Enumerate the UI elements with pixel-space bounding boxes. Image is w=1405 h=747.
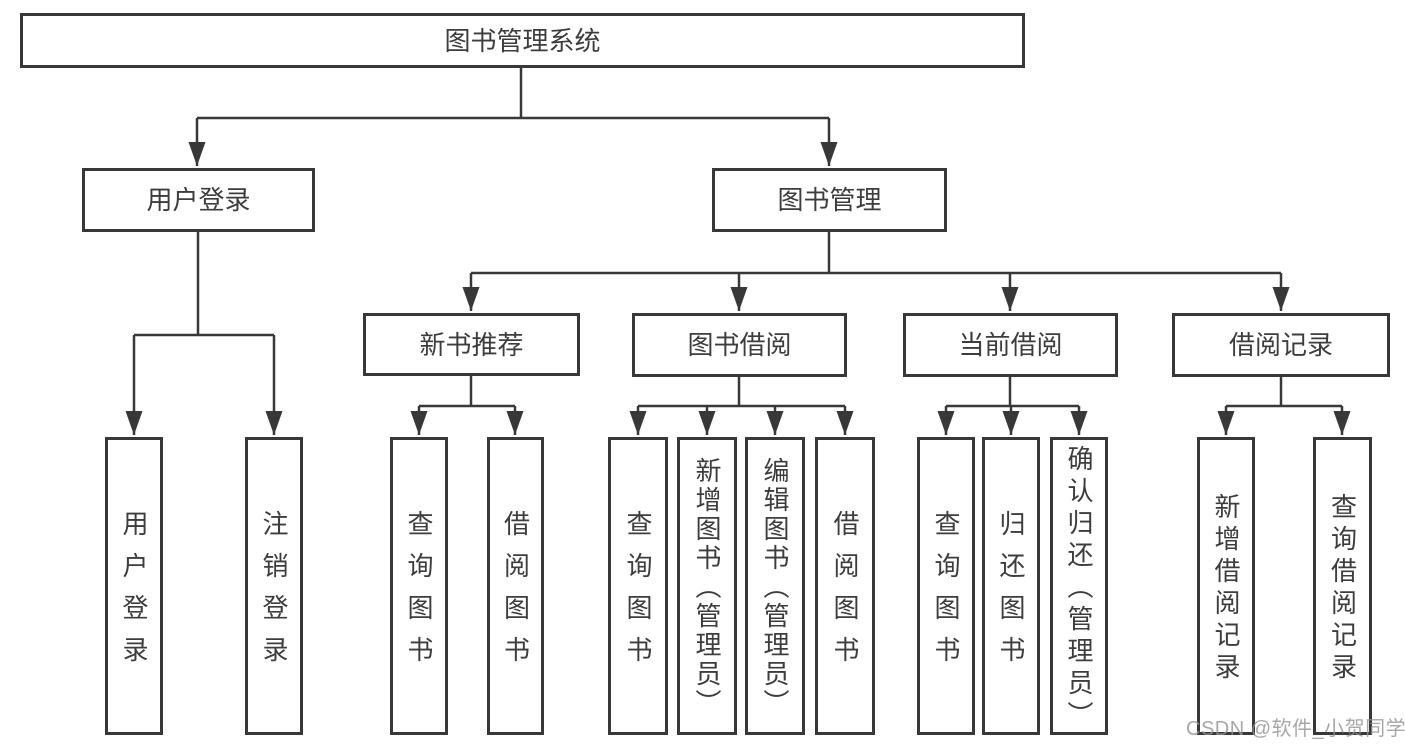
node-root-label: 图书管理系统 — [444, 25, 601, 56]
node-current-borrow-label: 当前借阅 — [958, 330, 1063, 360]
leaf-rec-borrow-book-label: 借阅图书 — [500, 510, 531, 678]
leaf-logout-login-label: 注销登录 — [259, 510, 289, 678]
leaf-cb-confirm-return: 确认归还（管理员） — [1050, 437, 1108, 735]
leaf-rec-borrow-book: 借阅图书 — [487, 437, 544, 735]
leaf-logout-login: 注销登录 — [245, 437, 303, 735]
watermark: CSDN @软件_小贺同学 — [1186, 718, 1405, 740]
leaf-rec-query-book: 查询图书 — [390, 437, 448, 735]
leaf-user-login: 用户登录 — [105, 437, 163, 735]
leaf-bb-query-book-label: 查询图书 — [623, 510, 653, 678]
leaf-br-add-record: 新增借阅记录 — [1197, 437, 1255, 735]
leaf-bb-borrow-book: 借阅图书 — [815, 437, 875, 735]
leaf-user-login-label: 用户登录 — [119, 510, 149, 678]
node-root: 图书管理系统 — [20, 13, 1025, 68]
node-book-borrow: 图书借阅 — [632, 313, 847, 377]
leaf-br-add-record-label: 新增借阅记录 — [1211, 493, 1241, 685]
leaf-cb-query-book-label: 查询图书 — [931, 510, 961, 678]
node-borrow-record-label: 借阅记录 — [1228, 330, 1333, 360]
leaf-br-query-record-label: 查询借阅记录 — [1327, 493, 1358, 685]
node-book-borrow-label: 图书借阅 — [687, 330, 792, 360]
node-book-mgmt-label: 图书管理 — [777, 185, 882, 215]
leaf-bb-borrow-book-label: 借阅图书 — [830, 510, 860, 678]
leaf-br-query-record: 查询借阅记录 — [1313, 437, 1372, 735]
node-borrow-record: 借阅记录 — [1172, 313, 1390, 377]
node-book-mgmt: 图书管理 — [712, 168, 947, 232]
leaf-cb-query-book: 查询图书 — [917, 437, 975, 735]
leaf-cb-return-book: 归还图书 — [982, 437, 1040, 735]
leaf-bb-edit-book: 编辑图书（管理员） — [745, 437, 805, 735]
leaf-bb-add-book-label: 新增图书（管理员） — [692, 457, 722, 718]
node-new-book-rec: 新书推荐 — [363, 313, 580, 376]
node-user-login-label: 用户登录 — [146, 185, 251, 215]
leaf-bb-query-book: 查询图书 — [608, 437, 668, 735]
leaf-bb-edit-book-label: 编辑图书（管理员） — [760, 457, 790, 718]
node-user-login: 用户登录 — [82, 168, 315, 232]
leaf-cb-return-book-label: 归还图书 — [996, 510, 1026, 678]
node-current-borrow: 当前借阅 — [903, 313, 1118, 377]
leaf-rec-query-book-label: 查询图书 — [404, 510, 434, 678]
node-new-book-rec-label: 新书推荐 — [419, 329, 524, 360]
leaf-cb-confirm-return-label: 确认归还（管理员） — [1064, 445, 1094, 733]
leaf-bb-add-book: 新增图书（管理员） — [677, 437, 737, 735]
